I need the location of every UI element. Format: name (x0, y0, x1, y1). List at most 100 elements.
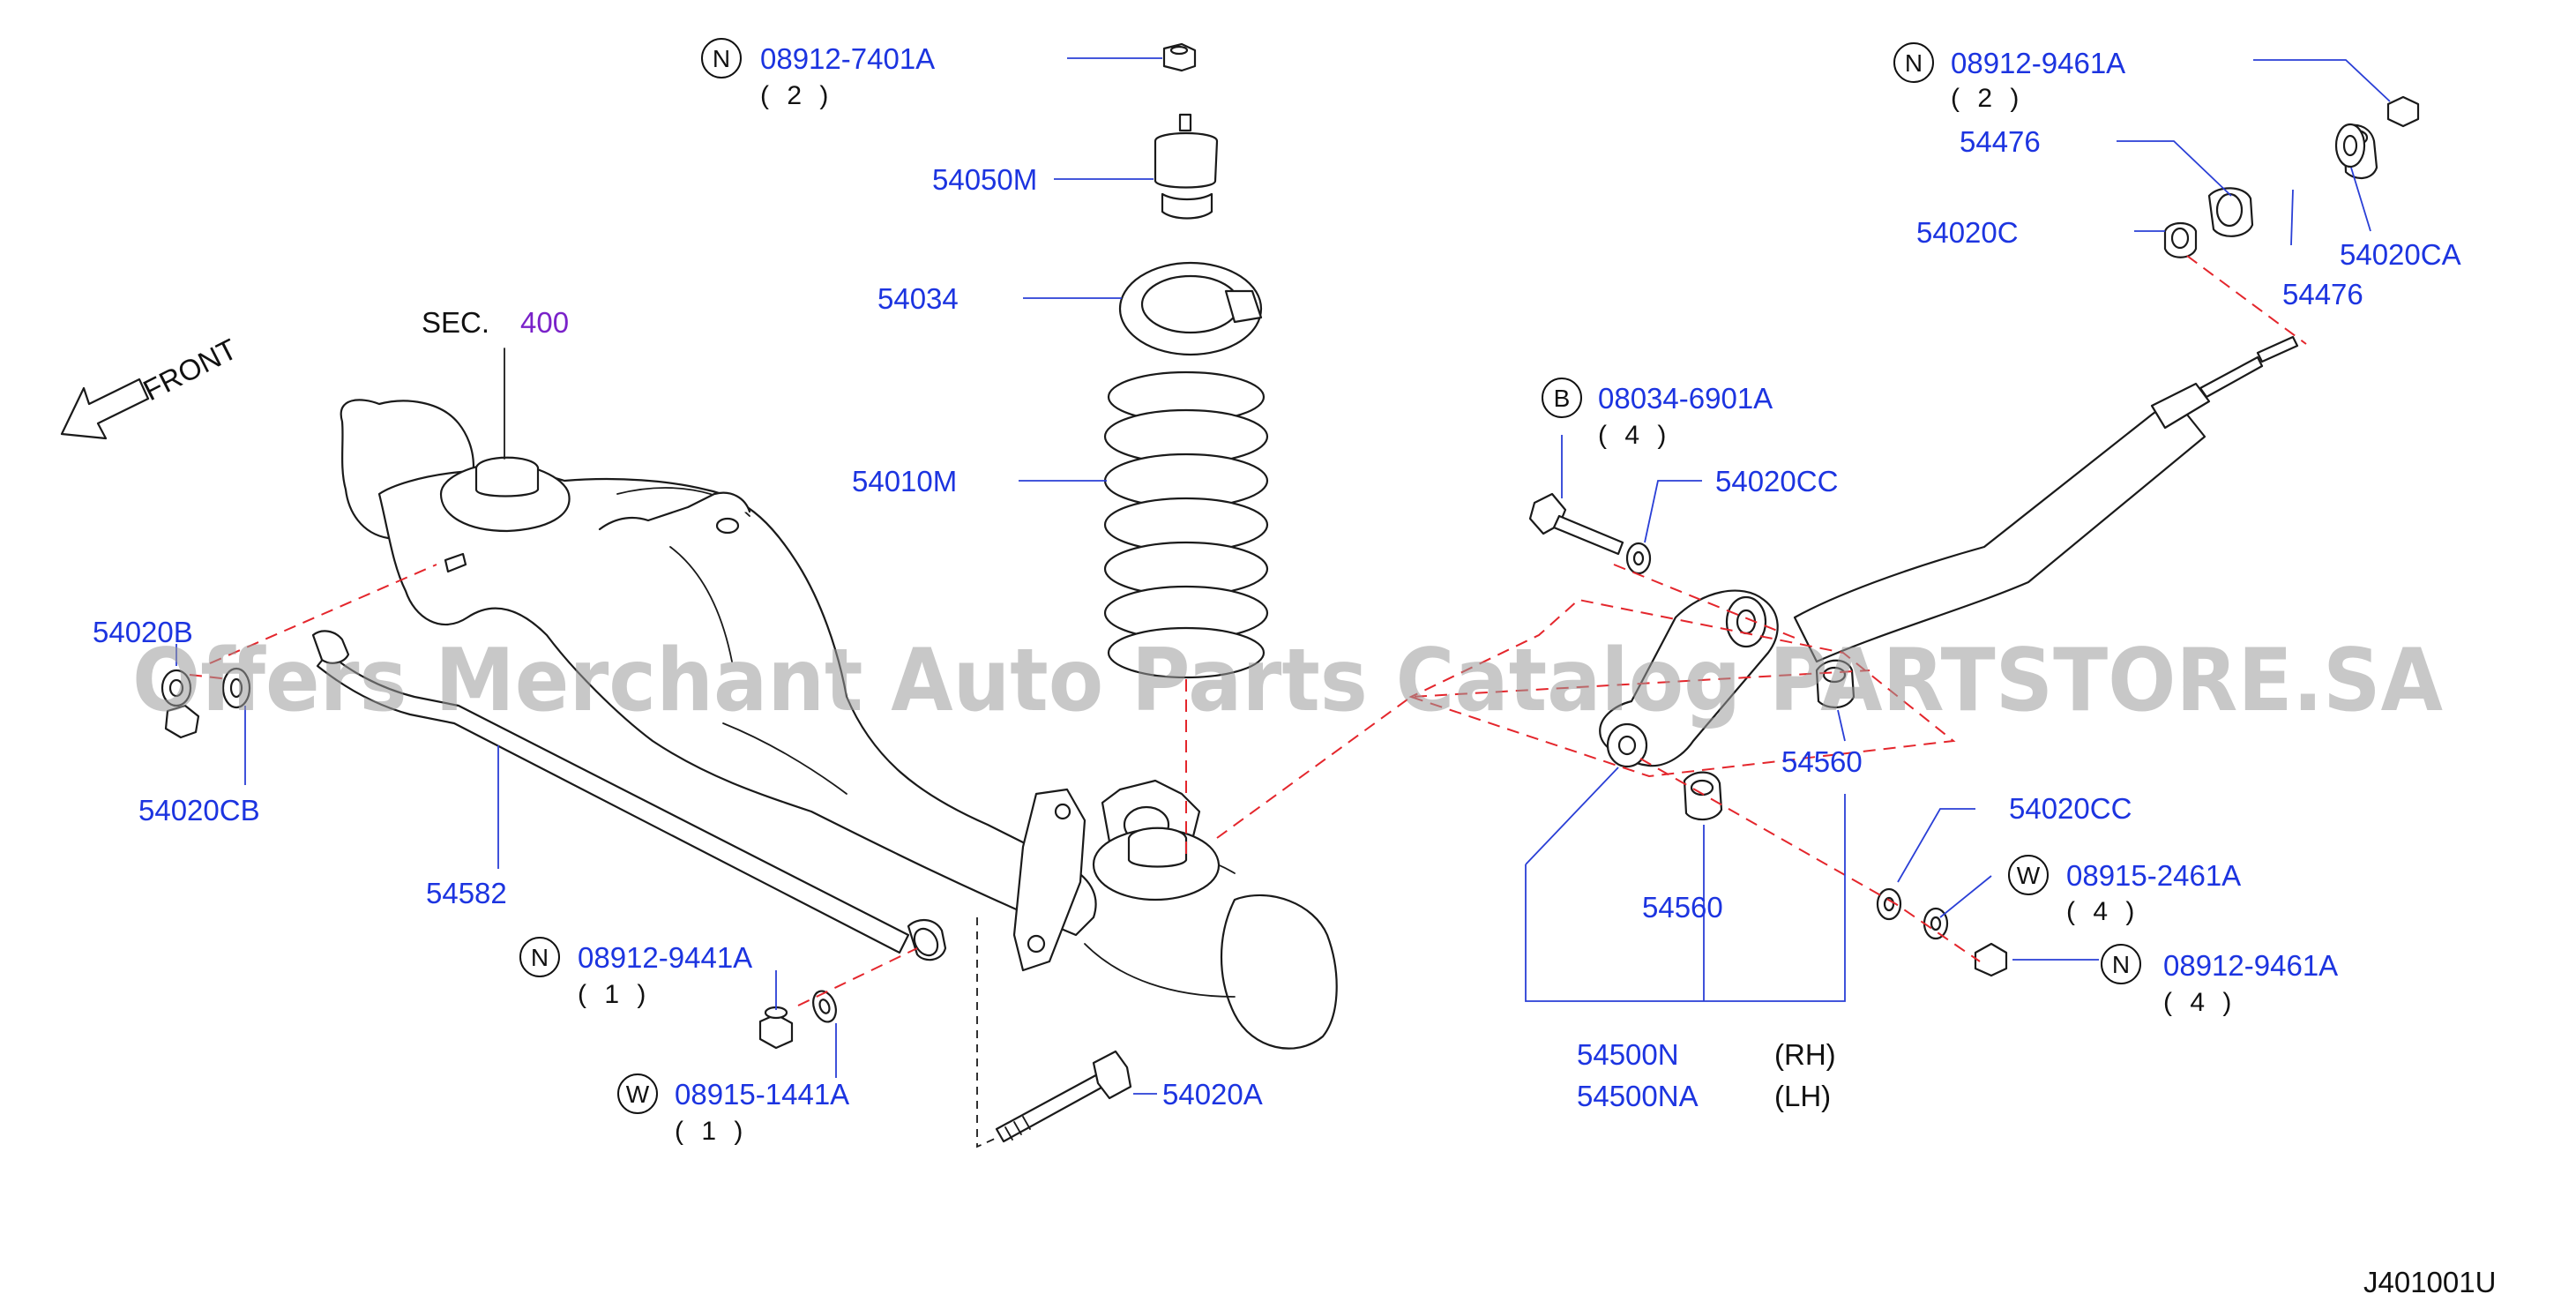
callout-bushing-54560-lower[interactable]: 54560 (1642, 891, 1723, 924)
quantity: ( 2 ) (760, 81, 833, 110)
left-spring-seat-drawing (439, 456, 571, 573)
part-number[interactable]: 54050M (932, 163, 1037, 196)
callout-bushing-54560-upper[interactable]: 54560 (1781, 745, 1863, 778)
right-spring-seat-drawing (1092, 827, 1221, 901)
part-number[interactable]: 54010M (852, 465, 957, 497)
part-number[interactable]: 08915-1441A (675, 1078, 849, 1111)
part-number[interactable]: 54020C (1916, 216, 2019, 249)
section-prefix: SEC. (422, 306, 489, 339)
nut-upper-right-drawing (2386, 95, 2420, 128)
callout-badge (2008, 855, 2049, 895)
callout-washer-cc-bottom[interactable]: 54020CC (2009, 792, 2132, 825)
callout-stabilizer[interactable]: 54582 (426, 877, 507, 909)
part-number[interactable]: 54476 (2282, 278, 2363, 310)
axle-housing-drawing (340, 399, 1338, 1050)
coil-spring-drawing (1103, 370, 1269, 679)
callout-nut-upper-right[interactable]: N 08912-9461A ( 2 ) (1893, 42, 2125, 113)
part-number[interactable]: 54500N (1577, 1038, 1679, 1071)
leader-lines (175, 57, 2391, 1095)
callout-nut-top[interactable]: N 08912-7401A ( 2 ) (701, 38, 935, 110)
spring-seat-54034-drawing (1118, 261, 1263, 356)
badge-letter: N (531, 944, 549, 971)
part-number[interactable]: 08912-9461A (1951, 47, 2125, 79)
nut-top-drawing (1162, 42, 1197, 72)
callout-washer-ca[interactable]: 54020CA (2340, 238, 2461, 271)
watermark: Offers Merchant Auto Parts Catalog PARTS… (132, 631, 2443, 731)
part-number[interactable]: 08915-2461A (2066, 859, 2241, 892)
stabilizer-bar-drawing (311, 630, 947, 961)
callout-badge (1893, 42, 1934, 83)
callout-badge (617, 1073, 658, 1114)
part-number[interactable]: 08034-6901A (1598, 382, 1773, 415)
quantity: ( 2 ) (1951, 84, 2024, 113)
bushing-54560-lower-drawing (1683, 771, 1723, 821)
washer-c-drawing (2163, 221, 2198, 258)
callout-bolt-b[interactable]: B 08034-6901A ( 4 ) (1542, 378, 1773, 450)
side-label: (LH) (1774, 1080, 1831, 1112)
badge-letter: W (626, 1081, 650, 1108)
front-label: FRONT (138, 333, 242, 408)
bolt-54020a-drawing (995, 1050, 1132, 1143)
section-link[interactable]: 400 (520, 306, 569, 339)
part-number[interactable]: 54560 (1781, 745, 1863, 778)
callout-bushing-upper[interactable]: 54476 (1960, 125, 2041, 158)
quantity: ( 1 ) (675, 1117, 748, 1146)
part-number[interactable]: 54020A (1162, 1078, 1263, 1111)
callout-washer-c[interactable]: 54020C (1916, 216, 2019, 249)
callout-bolt-a[interactable]: 54020A (1162, 1078, 1263, 1111)
callout-badge (701, 38, 742, 79)
part-number[interactable]: 54020B (93, 616, 193, 648)
callout-spring-seat[interactable]: 54034 (877, 282, 959, 315)
part-number[interactable]: 54560 (1642, 891, 1723, 924)
badge-letter: N (713, 45, 730, 72)
nut-08912-9441A-drawing (758, 1006, 794, 1050)
nut-left-small-drawing (164, 704, 200, 739)
quantity: ( 1 ) (578, 980, 651, 1009)
part-number[interactable]: 54020CB (138, 794, 260, 827)
callout-bound-bumper[interactable]: 54050M (932, 163, 1037, 196)
callout-link-lh[interactable]: 54500NA (LH) (1577, 1080, 1831, 1112)
bound-bumper-drawing (1154, 113, 1219, 220)
callout-washer-b[interactable]: 54020B (93, 616, 193, 648)
part-number[interactable]: 54020CA (2340, 238, 2461, 271)
callout-badge (1542, 378, 1582, 418)
part-number[interactable]: 08912-9441A (578, 941, 752, 974)
part-number[interactable]: 08912-7401A (760, 42, 935, 75)
side-label: (RH) (1774, 1038, 1836, 1071)
callout-badge (2101, 944, 2141, 984)
part-number[interactable]: 54020CC (2009, 792, 2132, 825)
washer-08915-1441A-drawing (812, 990, 837, 1023)
badge-letter: B (1554, 385, 1571, 412)
callout-bushing-lower[interactable]: 54476 (2282, 278, 2363, 310)
quantity: ( 4 ) (2163, 988, 2236, 1017)
callout-badge (519, 937, 560, 977)
quantity: ( 4 ) (1598, 421, 1671, 450)
bolt-b-drawing (1528, 492, 1624, 556)
washer-cb-drawing (221, 667, 251, 709)
washer-w-right-drawing (1923, 907, 1949, 940)
washer-cc-top-drawing (1625, 542, 1652, 575)
callout-coil-spring[interactable]: 54010M (852, 465, 957, 497)
part-number[interactable]: 54020CC (1715, 465, 1838, 497)
upper-link-drawing (1793, 335, 2299, 663)
washer-b-drawing (161, 669, 192, 707)
callout-washer-cc-top[interactable]: 54020CC (1715, 465, 1838, 497)
washer-ca-drawing (2334, 123, 2366, 168)
part-number[interactable]: 54582 (426, 877, 507, 909)
callout-link-rh[interactable]: 54500N (RH) (1577, 1038, 1836, 1071)
badge-letter: W (2017, 862, 2041, 889)
callout-nut-right[interactable]: N 08912-9461A ( 4 ) (2101, 944, 2338, 1017)
part-number[interactable]: 54476 (1960, 125, 2041, 158)
callout-nut-left[interactable]: N 08912-9441A ( 1 ) (519, 937, 752, 1009)
callout-washer-cb[interactable]: 54020CB (138, 794, 260, 827)
callout-washer-w-left[interactable]: W 08915-1441A ( 1 ) (617, 1073, 849, 1146)
part-number[interactable]: 54500NA (1577, 1080, 1699, 1112)
callout-washer-w-right[interactable]: W 08915-2461A ( 4 ) (2008, 855, 2241, 926)
quantity: ( 4 ) (2066, 897, 2139, 926)
part-number[interactable]: 08912-9461A (2163, 949, 2338, 982)
part-number[interactable]: 54034 (877, 282, 959, 315)
badge-letter: N (1905, 49, 1923, 77)
phantom-lines (189, 255, 2307, 1148)
lower-link-drawing (1599, 589, 1779, 768)
